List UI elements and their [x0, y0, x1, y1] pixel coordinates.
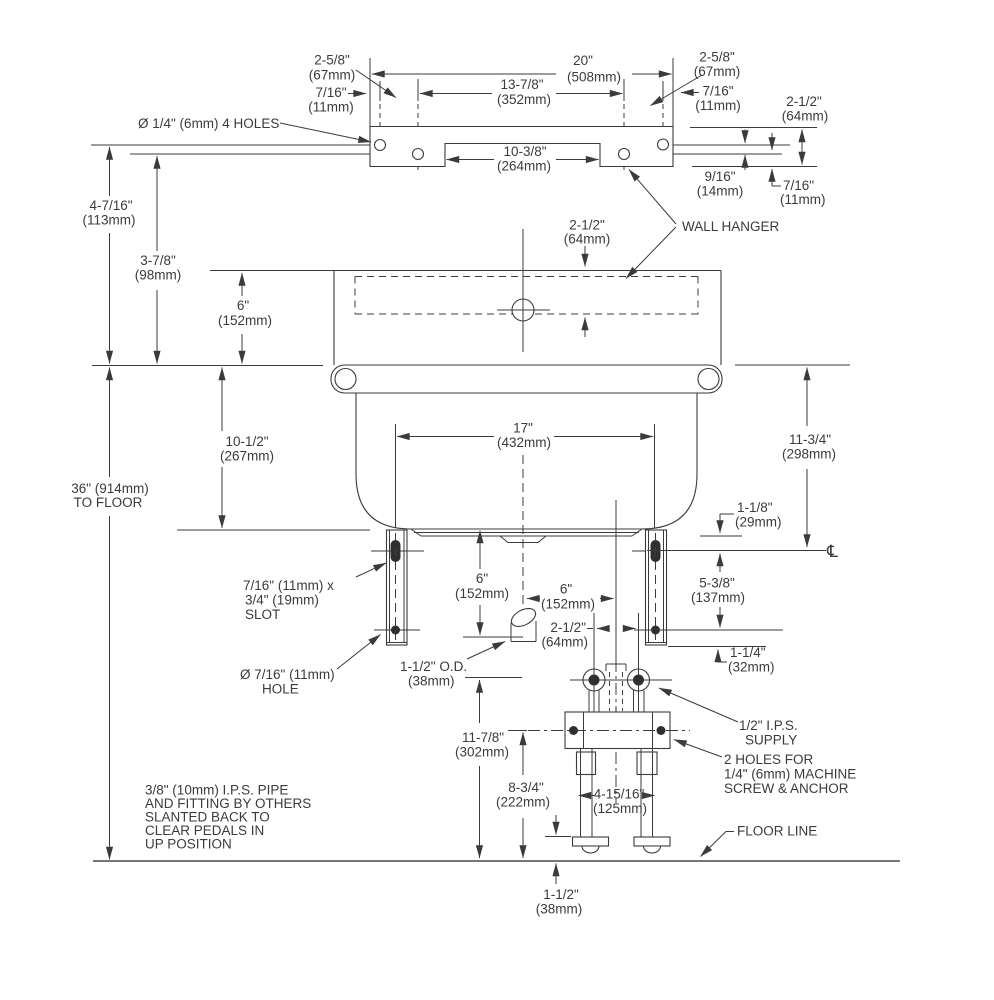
dim-right-hole-inset-mm: (11mm) — [695, 98, 741, 113]
dim-hanger-width-mm: (508mm) — [567, 70, 621, 85]
note-pipe-3: SLANTED BACK TO — [145, 810, 270, 825]
dim-rim-to-floor: 36" (914mm) — [71, 481, 149, 496]
note-pipe-4: CLEAR PEDALS IN — [145, 823, 264, 838]
dim-hanger-height-mm: (64mm) — [782, 109, 829, 124]
backsplash — [210, 269, 722, 365]
dim-bracket-spacing: 17" — [513, 421, 533, 436]
note-supply-2: SUPPLY — [745, 733, 797, 748]
note-slot-3: SLOT — [245, 607, 280, 622]
dim-pedal-clearance: 1-1/2" — [543, 887, 579, 902]
dim-supply-height: 11-7/8" — [462, 730, 504, 745]
dim-right-hole-inset: 7/16" — [702, 84, 733, 99]
dim-top-hole-drop-mm: (113mm) — [82, 213, 135, 228]
dim-pedal-spacing: 4-15/16" — [594, 787, 645, 802]
dim-hole-row-gap: 9/16" — [704, 169, 735, 184]
dim-pedal-spacing-mm: (125mm) — [593, 801, 647, 816]
dim-bowl-depth-mm: (267mm) — [220, 449, 274, 464]
dim-left-hole-inset: 7/16" — [315, 85, 346, 100]
wall-hanger-detail: 2-5/8" (67mm) 7/16" (11mm) 20" (508mm) 1… — [91, 50, 828, 279]
dim-bottom-edge-gap: 7/16" — [783, 178, 814, 193]
dim-hanger-drop: 2-1/2" — [569, 218, 605, 233]
dim-supply-offset-mm: (152mm) — [541, 597, 595, 612]
sink-rim — [330, 364, 723, 394]
note-drain-od-2: (38mm) — [408, 674, 455, 689]
note-hanger-holes: Ø 1/4" (6mm) 4 HOLES — [138, 116, 279, 131]
dim-hanger-height: 2-1/2" — [786, 94, 822, 109]
dim-notch-width-mm: (264mm) — [497, 159, 551, 174]
dim-second-hole-drop-mm: (98mm) — [135, 268, 182, 283]
label-wall-hanger: WALL HANGER — [682, 219, 780, 234]
note-drain-od-1: 1-1/2" O.D. — [400, 659, 467, 674]
dim-hole-to-bottom-mm: (32mm) — [728, 660, 775, 675]
dim-bottom-to-slot-cl-mm: (29mm) — [735, 515, 782, 530]
dim-bracket-height: 6" — [476, 571, 489, 586]
dim-anchor-height-mm: (222mm) — [496, 795, 550, 810]
note-slot-2: 3/4" (19mm) — [245, 593, 319, 608]
hanger-mounting-holes — [373, 138, 670, 161]
dim-left-hole-inset-mm: (11mm) — [308, 100, 354, 115]
dim-pedal-clearance-mm: (38mm) — [536, 902, 583, 917]
dim-hole-spacing-mm: (352mm) — [497, 92, 551, 107]
callout-notes: 7/16" (11mm) x 3/4" (19mm) SLOT Ø 7/16" … — [145, 562, 856, 857]
left-dimensions: 4-7/16" (113mm) 3-7/8" (98mm) 6" (152mm)… — [71, 146, 611, 860]
centerline-symbol: ℄ — [826, 542, 838, 562]
note-pipe-1: 3/8" (10mm) I.P.S. PIPE — [145, 783, 288, 798]
dim-hanger-right-offset-mm: (67mm) — [694, 64, 741, 79]
dim-bowl-depth: 10-1/2" — [225, 434, 268, 449]
dim-hanger-drop-mm: (64mm) — [564, 232, 611, 247]
dim-anchor-height: 8-3/4" — [508, 780, 544, 795]
bottom-dimensions: 6" (152mm) 6" (152mm) 2-1/2" (64mm) 11-7… — [455, 530, 655, 917]
dim-bracket-height-mm: (152mm) — [455, 586, 509, 601]
dim-backsplash-height-mm: (152mm) — [218, 313, 272, 328]
note-pipe-2: AND FITTING BY OTHERS — [145, 796, 311, 811]
dim-hanger-width: 20" — [573, 53, 593, 68]
note-anchor-2: 1/4" (6mm) MACHINE — [724, 767, 856, 782]
pedal-valve-unit — [528, 613, 690, 854]
dim-hanger-left-offset: 2-5/8" — [314, 53, 350, 68]
right-pedal — [633, 836, 671, 847]
dim-slot-to-hole: 5-3/8" — [699, 576, 735, 591]
dim-bottom-edge-gap-mm: (11mm) — [780, 192, 826, 207]
dim-slot-to-hole-mm: (137mm) — [691, 590, 745, 605]
dim-backsplash-height: 6" — [237, 298, 250, 313]
note-anchor-3: SCREW & ANCHOR — [724, 781, 849, 796]
dim-second-hole-drop: 3-7/8" — [140, 253, 176, 268]
dim-hole-to-bottom: 1-1/4" — [730, 645, 766, 660]
dim-top-hole-drop: 4-7/16" — [89, 198, 132, 213]
drain-pipe — [510, 608, 537, 642]
dim-supply-spacing: 2-1/2" — [550, 620, 586, 635]
left-mounting-bracket — [371, 529, 424, 646]
dim-hanger-left-offset-mm: (67mm) — [309, 68, 356, 83]
sink-bowl — [355, 393, 698, 530]
dim-bottom-to-slot-cl: 1-1/8" — [737, 500, 773, 515]
note-supply-1: 1/2" I.P.S. — [739, 718, 798, 733]
left-bracket-hole — [391, 625, 400, 635]
note-hole-1: Ø 7/16" (11mm) — [240, 667, 335, 682]
note-anchor-1: 2 HOLES FOR — [724, 752, 814, 767]
dim-rim-to-slot-cl-mm: (298mm) — [782, 447, 836, 462]
note-pipe-5: UP POSITION — [145, 837, 232, 852]
left-pedal — [571, 836, 610, 847]
anchor-hole-right — [656, 726, 666, 735]
right-dimensions: ℄ 11-3/4" (298mm) 1-1/8" (29mm) 5-3/8" (… — [634, 364, 850, 675]
dim-supply-offset: 6" — [560, 582, 573, 597]
dim-rim-to-floor-2: TO FLOOR — [74, 495, 143, 510]
dim-hole-row-gap-mm: (14mm) — [697, 184, 744, 199]
dim-bracket-spacing-mm: (432mm) — [497, 435, 551, 450]
sink-front-view: 17" (432mm) — [210, 229, 723, 803]
dim-supply-spacing-mm: (64mm) — [542, 635, 589, 650]
note-slot-1: 7/16" (11mm) x — [243, 578, 334, 593]
wall-hanger-bracket — [369, 125, 674, 168]
dim-rim-to-slot-cl: 11-3/4" — [789, 432, 831, 447]
dim-hanger-right-offset: 2-5/8" — [699, 50, 735, 65]
dim-supply-height-mm: (302mm) — [455, 745, 509, 760]
right-mounting-bracket — [632, 529, 668, 646]
dim-notch-width: 10-3/8" — [503, 144, 546, 159]
note-hole-2: HOLE — [262, 682, 299, 697]
dim-hole-spacing: 13-7/8" — [500, 77, 543, 92]
anchor-hole-left — [569, 726, 578, 735]
label-floor-line: FLOOR LINE — [737, 824, 817, 839]
